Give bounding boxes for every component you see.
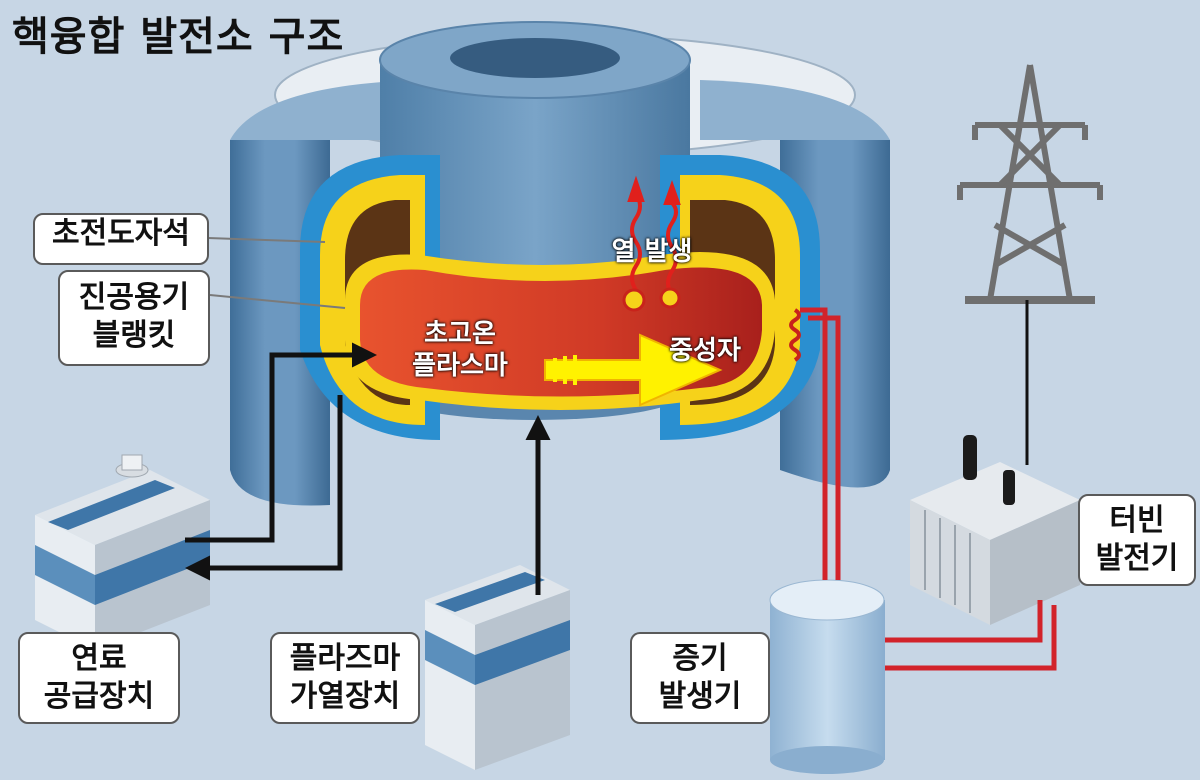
label-steam-generator: 증기 발생기 — [630, 632, 770, 724]
transmission-tower — [957, 64, 1103, 304]
label-text-line1: 터빈 — [1109, 503, 1165, 538]
label-plasma: 초고온 플라스마 — [385, 318, 535, 382]
label-text-line2: 가열장치 — [289, 679, 401, 714]
label-turbine-generator: 터빈 발전기 — [1078, 494, 1196, 586]
label-neutron: 중성자 — [669, 336, 741, 366]
label-heat: 열 발생 — [611, 237, 693, 267]
label-text-line1: 플라즈마 — [289, 641, 401, 676]
leader-lines — [207, 237, 346, 309]
fuel-lines — [185, 342, 551, 595]
heat-stripes — [553, 355, 577, 385]
label-plasma-heating: 플라즈마 가열장치 — [270, 632, 420, 724]
label-vacuum-vessel-blanket: 진공용기 블랭킷 — [58, 270, 210, 366]
label-text-line2: 발전기 — [1095, 541, 1179, 576]
label-text-line1: 증기 — [672, 641, 728, 676]
plasma-heating-unit — [425, 565, 570, 770]
label-fuel-supply: 연료 공급장치 — [18, 632, 180, 724]
label-text: 초전도자석 — [52, 216, 190, 251]
turbine-generator — [910, 435, 1080, 625]
plasma-line2: 플라스마 — [412, 351, 508, 381]
steam-pipes — [800, 307, 1057, 671]
label-text-line1: 진공용기 — [78, 280, 190, 315]
label-text-line2: 공급장치 — [43, 679, 155, 714]
neutron-arrow — [544, 333, 723, 407]
heat-waves — [627, 175, 681, 297]
steam-generator-tank — [769, 579, 885, 774]
label-text-line2: 발생기 — [658, 679, 742, 714]
fuel-supply-unit — [35, 454, 210, 650]
plasma-line1: 초고온 — [424, 319, 496, 349]
page-title: 핵융합 발전소 구조 — [12, 14, 345, 60]
label-superconducting-magnet: 초전도자석 — [33, 213, 209, 265]
reactor — [230, 21, 890, 506]
label-text-line2: 블랭킷 — [92, 318, 176, 353]
label-text-line1: 연료 — [71, 641, 127, 676]
